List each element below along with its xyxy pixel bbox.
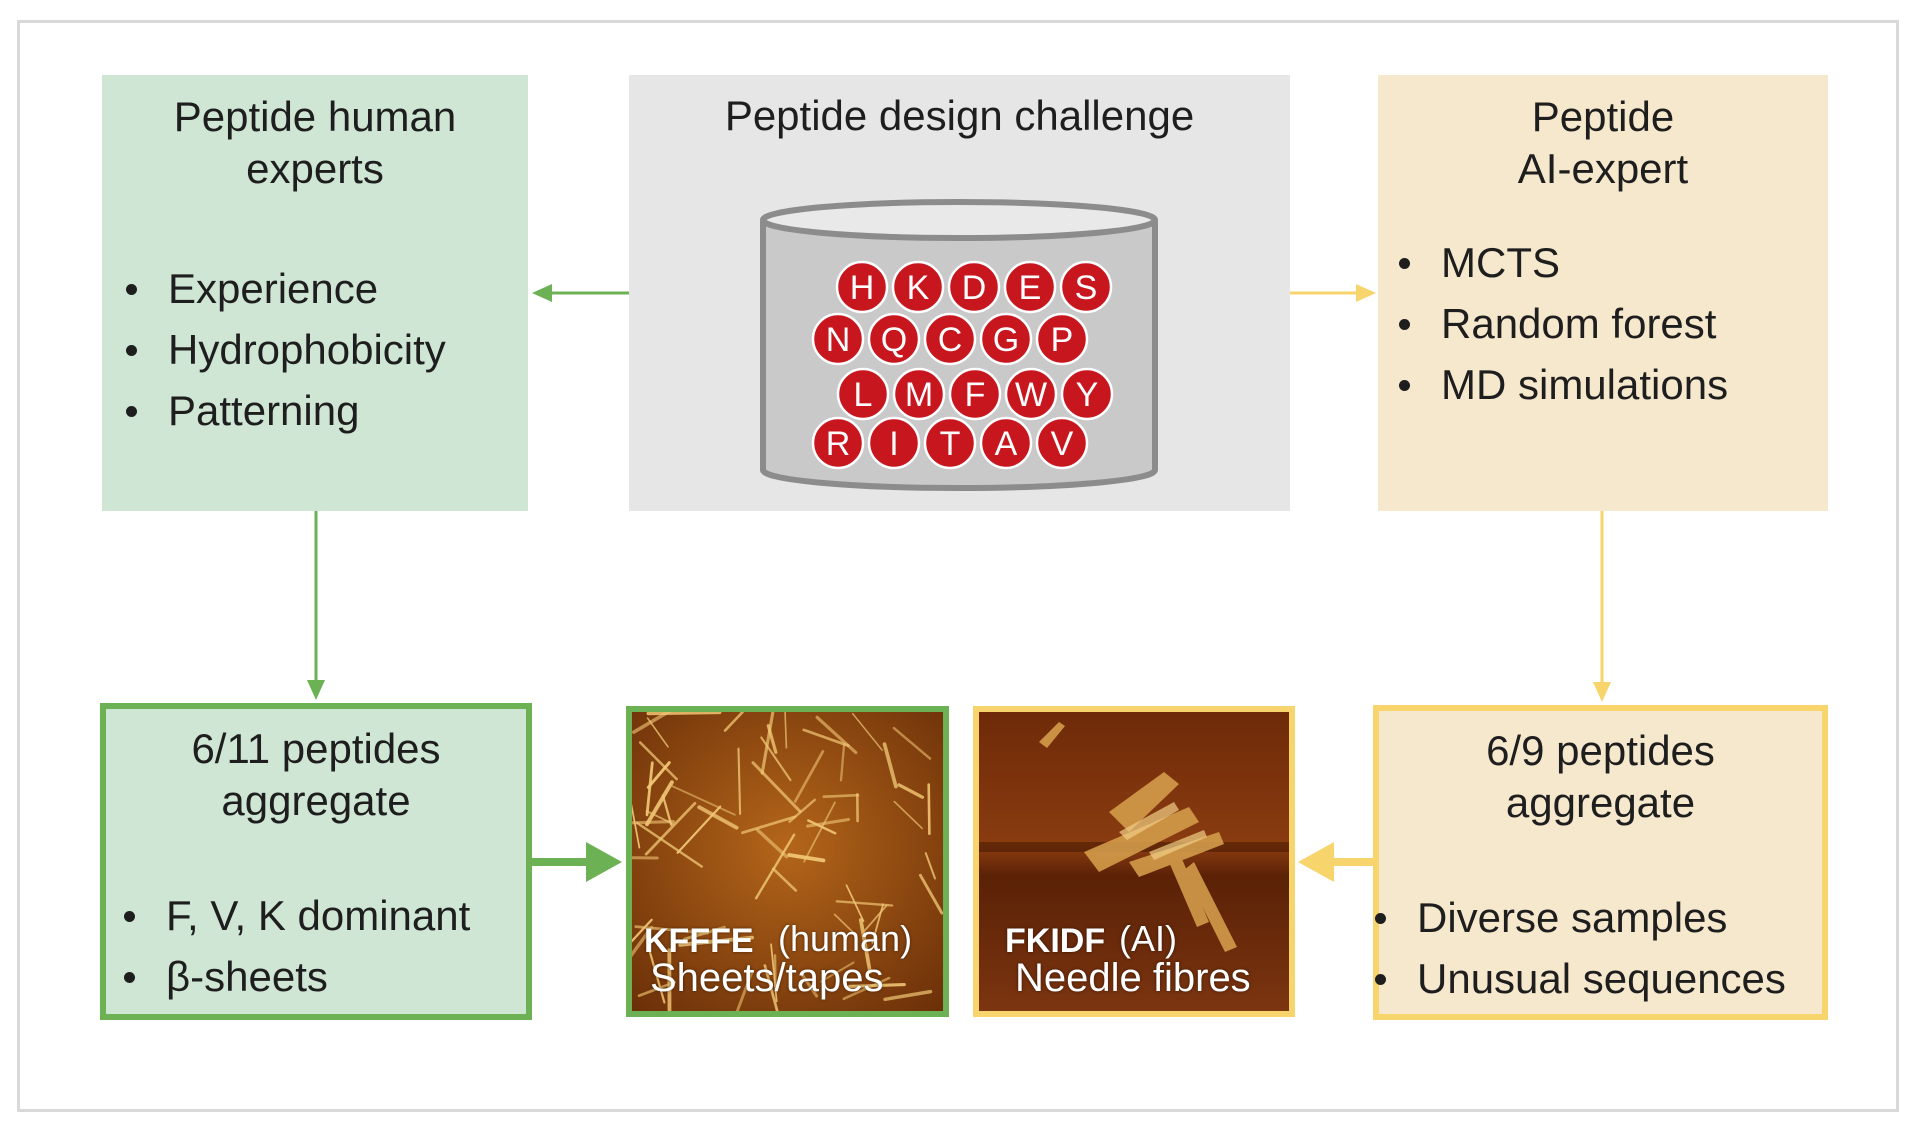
ai-expert-box: Peptide AI-expert MCTS Random forest MD … [1378,75,1828,511]
afm-image-ai: FKIDF (AI) Needle fibres [973,706,1295,1017]
arrow-human-result-to-afm [532,842,622,882]
amino-acid-ball: G [979,312,1033,366]
amino-acid-letter: D [962,269,987,307]
amino-acid-letter: L [854,376,873,414]
amino-acid-ball: K [891,260,945,314]
amino-acid-ball: N [811,312,865,366]
amino-acid-letter: M [905,376,933,414]
afm-human-sequence: KFFFE [644,922,754,960]
amino-acid-letter: K [907,269,930,307]
ai-result-title: 6/9 peptides aggregate [1486,727,1715,826]
human-experts-list: Experience Hydrophobicity Patterning [122,258,446,441]
list-item: Unusual sequences [1371,948,1786,1009]
amino-acid-letter: W [1015,376,1047,414]
amino-acid-ball: E [1003,260,1057,314]
amino-acid-ball: R [811,416,865,470]
arrow-ai-down [1593,511,1611,702]
amino-acid-ball: Y [1060,367,1114,421]
ai-result-list: Diverse samples Unusual sequences [1371,887,1786,1009]
human-experts-title: Peptide human experts [173,93,457,192]
amino-acid-ball: M [892,367,946,421]
amino-acid-letter: F [965,376,986,414]
amino-acid-letter: Q [881,321,907,359]
afm-ai-sequence: FKIDF [1005,922,1106,960]
afm-image-human: KFFFE (human) Sheets/tapes [626,706,949,1017]
amino-acid-ball: D [947,260,1001,314]
amino-acid-ball: C [923,312,977,366]
ai-expert-title: Peptide AI-expert [1517,93,1689,192]
amino-acid-ball: I [867,416,921,470]
afm-ai-source: (AI) [1119,918,1177,959]
amino-acid-letter: C [938,321,963,359]
human-result-box: 6/11 peptides aggregate F, V, K dominant… [100,703,532,1020]
amino-acid-letter: P [1051,321,1074,359]
list-item: F, V, K dominant [120,885,470,946]
arrow-ai-result-to-afm [1298,842,1373,882]
amino-acid-ball: W [1004,367,1058,421]
amino-acid-ball: V [1035,416,1089,470]
afm-human-source: (human) [778,918,913,959]
afm-needles-texture [979,712,1289,1011]
amino-acid-ball: A [979,416,1033,470]
list-item: MD simulations [1395,354,1728,415]
human-result-list: F, V, K dominant β-sheets [120,885,470,1007]
ai-result-box: 6/9 peptides aggregate Diverse samples U… [1373,705,1828,1020]
arrow-challenge-to-ai [1290,284,1376,302]
human-experts-box: Peptide human experts Experience Hydroph… [102,75,528,511]
amino-acid-letter: H [850,269,875,307]
list-item: Hydrophobicity [122,319,446,380]
list-item: Experience [122,258,446,319]
list-item: Patterning [122,380,446,441]
amino-acid-ball: Q [867,312,921,366]
afm-human-morphology: Sheets/tapes [650,956,884,1000]
ai-expert-list: MCTS Random forest MD simulations [1395,232,1728,415]
amino-acid-ball: H [835,260,889,314]
amino-acid-letter: V [1051,425,1074,463]
jar-rim [760,199,1158,241]
list-item: Random forest [1395,293,1728,354]
amino-acid-letter: G [993,321,1019,359]
afm-ai-morphology: Needle fibres [1015,956,1251,1000]
amino-acid-ball: P [1035,312,1089,366]
arrow-challenge-to-human [532,284,629,302]
arrow-human-down [307,511,325,700]
list-item: β-sheets [120,946,470,1007]
afm-sheets-texture [632,712,943,1011]
amino-acid-ball: F [948,367,1002,421]
design-challenge-title: Peptide design challenge [724,92,1195,139]
amino-acid-letter: Y [1076,376,1099,414]
amino-acid-ball: S [1059,260,1113,314]
amino-acid-letter: E [1019,269,1042,307]
list-item: MCTS [1395,232,1728,293]
amino-acid-ball: T [923,416,977,470]
amino-acid-ball: L [836,367,890,421]
list-item: Diverse samples [1371,887,1786,948]
amino-acid-letter: I [889,425,898,463]
amino-acid-letter: T [940,425,961,463]
amino-acid-letter: S [1075,269,1098,307]
amino-acid-letter: R [826,425,851,463]
human-result-title: 6/11 peptides aggregate [191,725,441,824]
amino-acid-letter: N [826,321,851,359]
amino-acid-letter: A [995,425,1018,463]
